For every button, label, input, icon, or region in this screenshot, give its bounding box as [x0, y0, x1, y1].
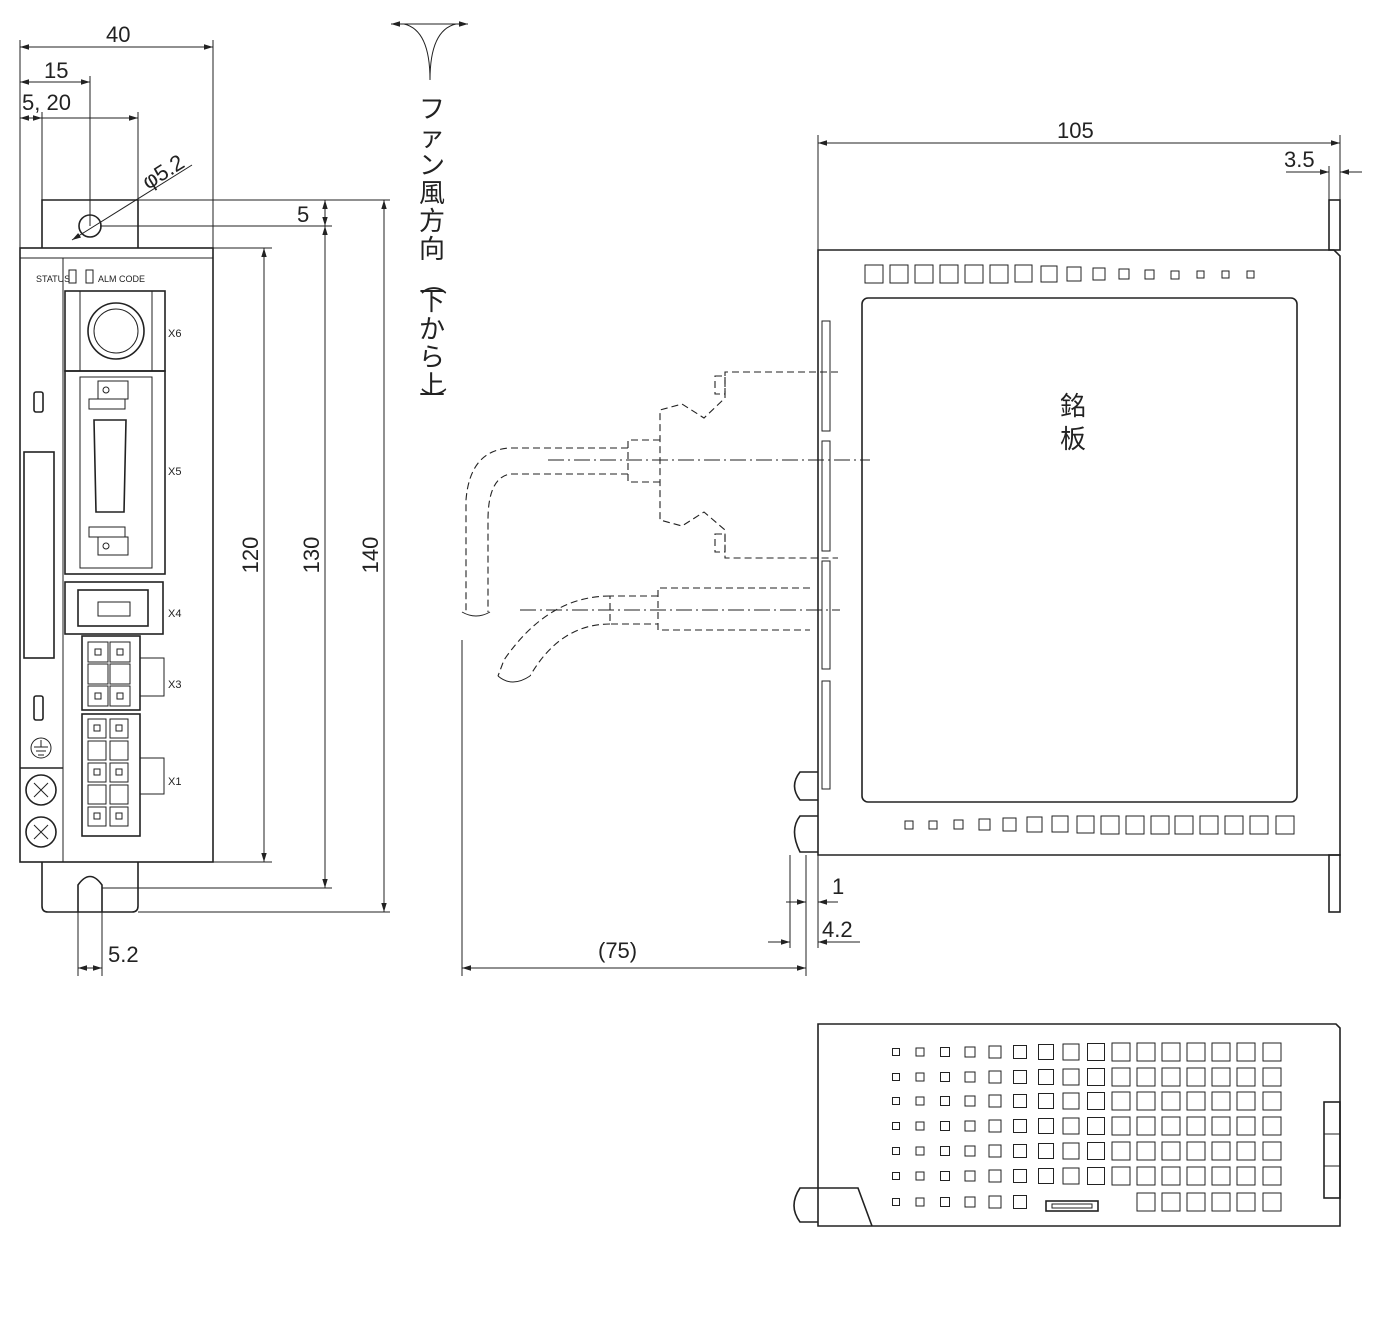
svg-text:風: 風 — [419, 179, 445, 209]
bottom-view — [793, 1023, 1341, 1227]
svg-text:方: 方 — [419, 207, 445, 237]
dim-1: 1 — [832, 874, 844, 899]
svg-text:上: 上 — [419, 371, 445, 401]
svg-text:か: か — [419, 315, 445, 345]
fan-direction: フ ァ ン 風 方 向 （ 下 か ら 上 ） — [391, 21, 468, 413]
svg-text:向: 向 — [419, 235, 445, 265]
dim-140: 140 — [358, 537, 383, 574]
alm-code-label: ALM CODE — [98, 274, 145, 284]
terminal-screw-icon — [25, 774, 57, 806]
x1-label: X1 — [168, 776, 181, 788]
dim-75: (75) — [598, 938, 637, 963]
svg-text:）: ） — [417, 387, 447, 413]
x6-label: X6 — [168, 328, 181, 340]
ground-icon — [30, 737, 52, 759]
svg-text:下: 下 — [419, 287, 445, 317]
dim-3-5: 3.5 — [1284, 147, 1315, 172]
fan-direction-text: フ ァ ン 風 方 向 （ 下 か ら 上 ） — [417, 95, 447, 413]
svg-text:ら: ら — [419, 343, 445, 373]
nameplate-char: 板 — [1060, 425, 1086, 455]
dim-105: 105 — [1057, 118, 1094, 143]
dim-120: 120 — [238, 537, 263, 574]
front-view: STATUS ALM CODE X6 X5 X4 — [19, 22, 390, 976]
dim-40: 40 — [106, 22, 130, 47]
x3-label: X3 — [168, 679, 181, 691]
nameplate — [861, 297, 1298, 803]
svg-text:フ: フ — [419, 95, 445, 125]
bottom-vent-grid — [892, 1042, 1282, 1212]
x5-label: X5 — [168, 466, 181, 478]
svg-text:ン: ン — [419, 151, 445, 181]
side-view: 銘 板 — [461, 118, 1362, 976]
x4-label: X4 — [168, 608, 181, 620]
dim-15: 15 — [44, 58, 68, 83]
status-label: STATUS — [36, 274, 70, 284]
nameplate-char: 銘 — [1060, 392, 1086, 422]
dim-5-20: 5, 20 — [22, 90, 71, 115]
terminal-screw-icon — [25, 816, 57, 848]
dim-slot-5-2: 5.2 — [108, 942, 139, 967]
svg-text:ァ: ァ — [419, 123, 445, 153]
dim-4-2: 4.2 — [822, 917, 853, 942]
dim-130: 130 — [299, 537, 324, 574]
dim-hole-diameter: φ5.2 — [137, 149, 188, 194]
svg-text:（: （ — [417, 269, 447, 295]
dim-top-5: 5 — [297, 202, 309, 227]
